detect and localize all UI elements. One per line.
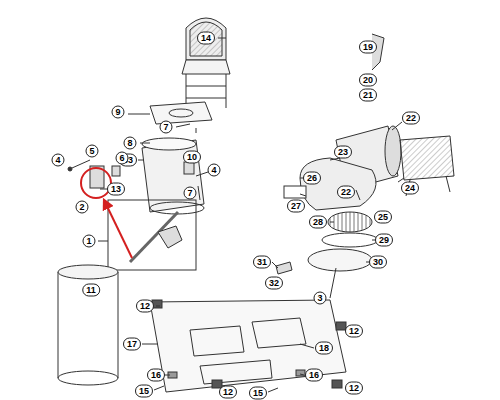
callout-number: 12	[136, 300, 154, 313]
callout-number: 12	[345, 325, 363, 338]
callout-number: 14	[197, 32, 215, 45]
callout-number: 8	[123, 137, 136, 150]
callout-number: 15	[249, 387, 267, 400]
callout-number: 24	[401, 182, 419, 195]
callout-number: 7	[183, 187, 196, 200]
callout-number: 16	[305, 369, 323, 382]
callout-number: 4	[51, 154, 64, 167]
callout-number: 22	[337, 186, 355, 199]
callout-number: 6	[115, 152, 128, 165]
callout-number: 3	[313, 292, 326, 305]
callout-number: 31	[253, 256, 271, 269]
callout-number: 27	[287, 200, 305, 213]
callout-number: 10	[183, 151, 201, 164]
callout-number: 20	[359, 74, 377, 87]
callout-number: 28	[309, 216, 327, 229]
callout-number: 32	[265, 277, 283, 290]
callout-number: 19	[359, 41, 377, 54]
callout-number: 21	[359, 89, 377, 102]
callout-number: 29	[375, 234, 393, 247]
callout-number: 15	[135, 385, 153, 398]
callout-number: 22	[402, 112, 420, 125]
callout-number: 13	[107, 183, 125, 196]
callout-number: 5	[85, 145, 98, 158]
callout-number: 11	[82, 284, 100, 297]
callout-number: 1	[82, 235, 95, 248]
callout-number: 18	[315, 342, 333, 355]
callout-number: 30	[369, 256, 387, 269]
callout-number: 26	[303, 172, 321, 185]
callout-number: 25	[374, 211, 392, 224]
callout-number: 12	[219, 386, 237, 399]
callout-number: 12	[345, 382, 363, 395]
callout-number: 4	[207, 164, 220, 177]
callout-number: 23	[334, 146, 352, 159]
callout-number: 2	[75, 201, 88, 214]
callout-number: 16	[147, 369, 165, 382]
callout-number: 9	[111, 106, 124, 119]
callout-number: 7	[159, 121, 172, 134]
callout-number: 17	[123, 338, 141, 351]
